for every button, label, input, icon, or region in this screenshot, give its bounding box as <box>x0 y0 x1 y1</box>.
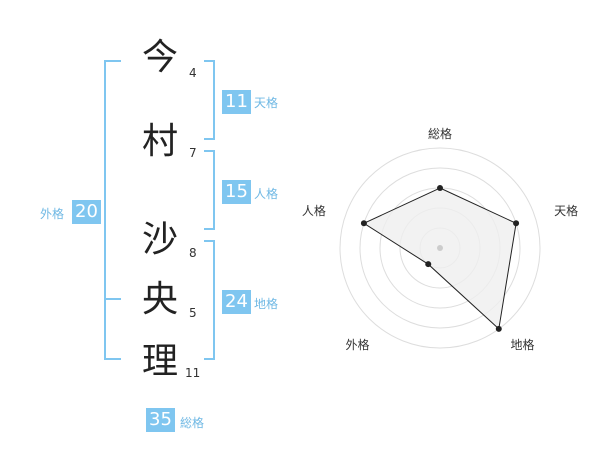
tenkaku-label: 天格 <box>254 96 279 110</box>
gaikaku-label: 外格 <box>40 207 65 221</box>
name-char-1: 今 <box>141 37 178 78</box>
radar-axis-label: 人格 <box>302 203 326 218</box>
jinkaku-value: 15 <box>222 180 251 204</box>
radar-data-point <box>495 325 502 332</box>
radar-data-point <box>513 220 520 227</box>
name-char-3: 沙 <box>141 219 178 260</box>
stroke-count-2: 7 <box>189 146 197 160</box>
stroke-count-4: 5 <box>189 306 197 320</box>
stroke-count-1: 4 <box>189 66 197 80</box>
name-char-5: 理 <box>141 341 178 382</box>
gaikaku-value: 20 <box>72 200 101 224</box>
tenkaku-bracket <box>204 60 215 140</box>
jinkaku-label: 人格 <box>254 187 279 201</box>
radar-axis-label: 外格 <box>345 337 369 352</box>
radar-axis-label: 天格 <box>554 203 578 218</box>
stroke-count-5: 11 <box>185 366 201 380</box>
soukaku-value: 35 <box>146 408 175 432</box>
radar-center-dot <box>437 245 443 251</box>
radar-series-polygon <box>362 187 517 330</box>
radar-axis-label: 総格 <box>428 126 452 141</box>
radar-axis-label: 地格 <box>511 337 535 352</box>
name-char-2: 村 <box>141 121 178 162</box>
name-char-4: 央 <box>141 279 178 320</box>
stroke-count-3: 8 <box>189 246 197 260</box>
jinkaku-bracket <box>204 150 215 230</box>
gaikaku-bracket-tick <box>104 298 121 300</box>
radar-data-point <box>425 261 432 268</box>
radar-data-point <box>360 220 367 227</box>
soukaku-label: 総格 <box>180 416 205 430</box>
radar-data-point <box>437 185 443 191</box>
tenkaku-value: 11 <box>222 90 251 114</box>
radar-grid-ring <box>359 167 521 329</box>
gaikaku-bracket <box>104 60 121 360</box>
chikaku-bracket <box>204 240 215 360</box>
chikaku-value: 24 <box>222 290 251 314</box>
radar-grid-ring <box>339 147 541 349</box>
chikaku-label: 地格 <box>254 297 279 311</box>
